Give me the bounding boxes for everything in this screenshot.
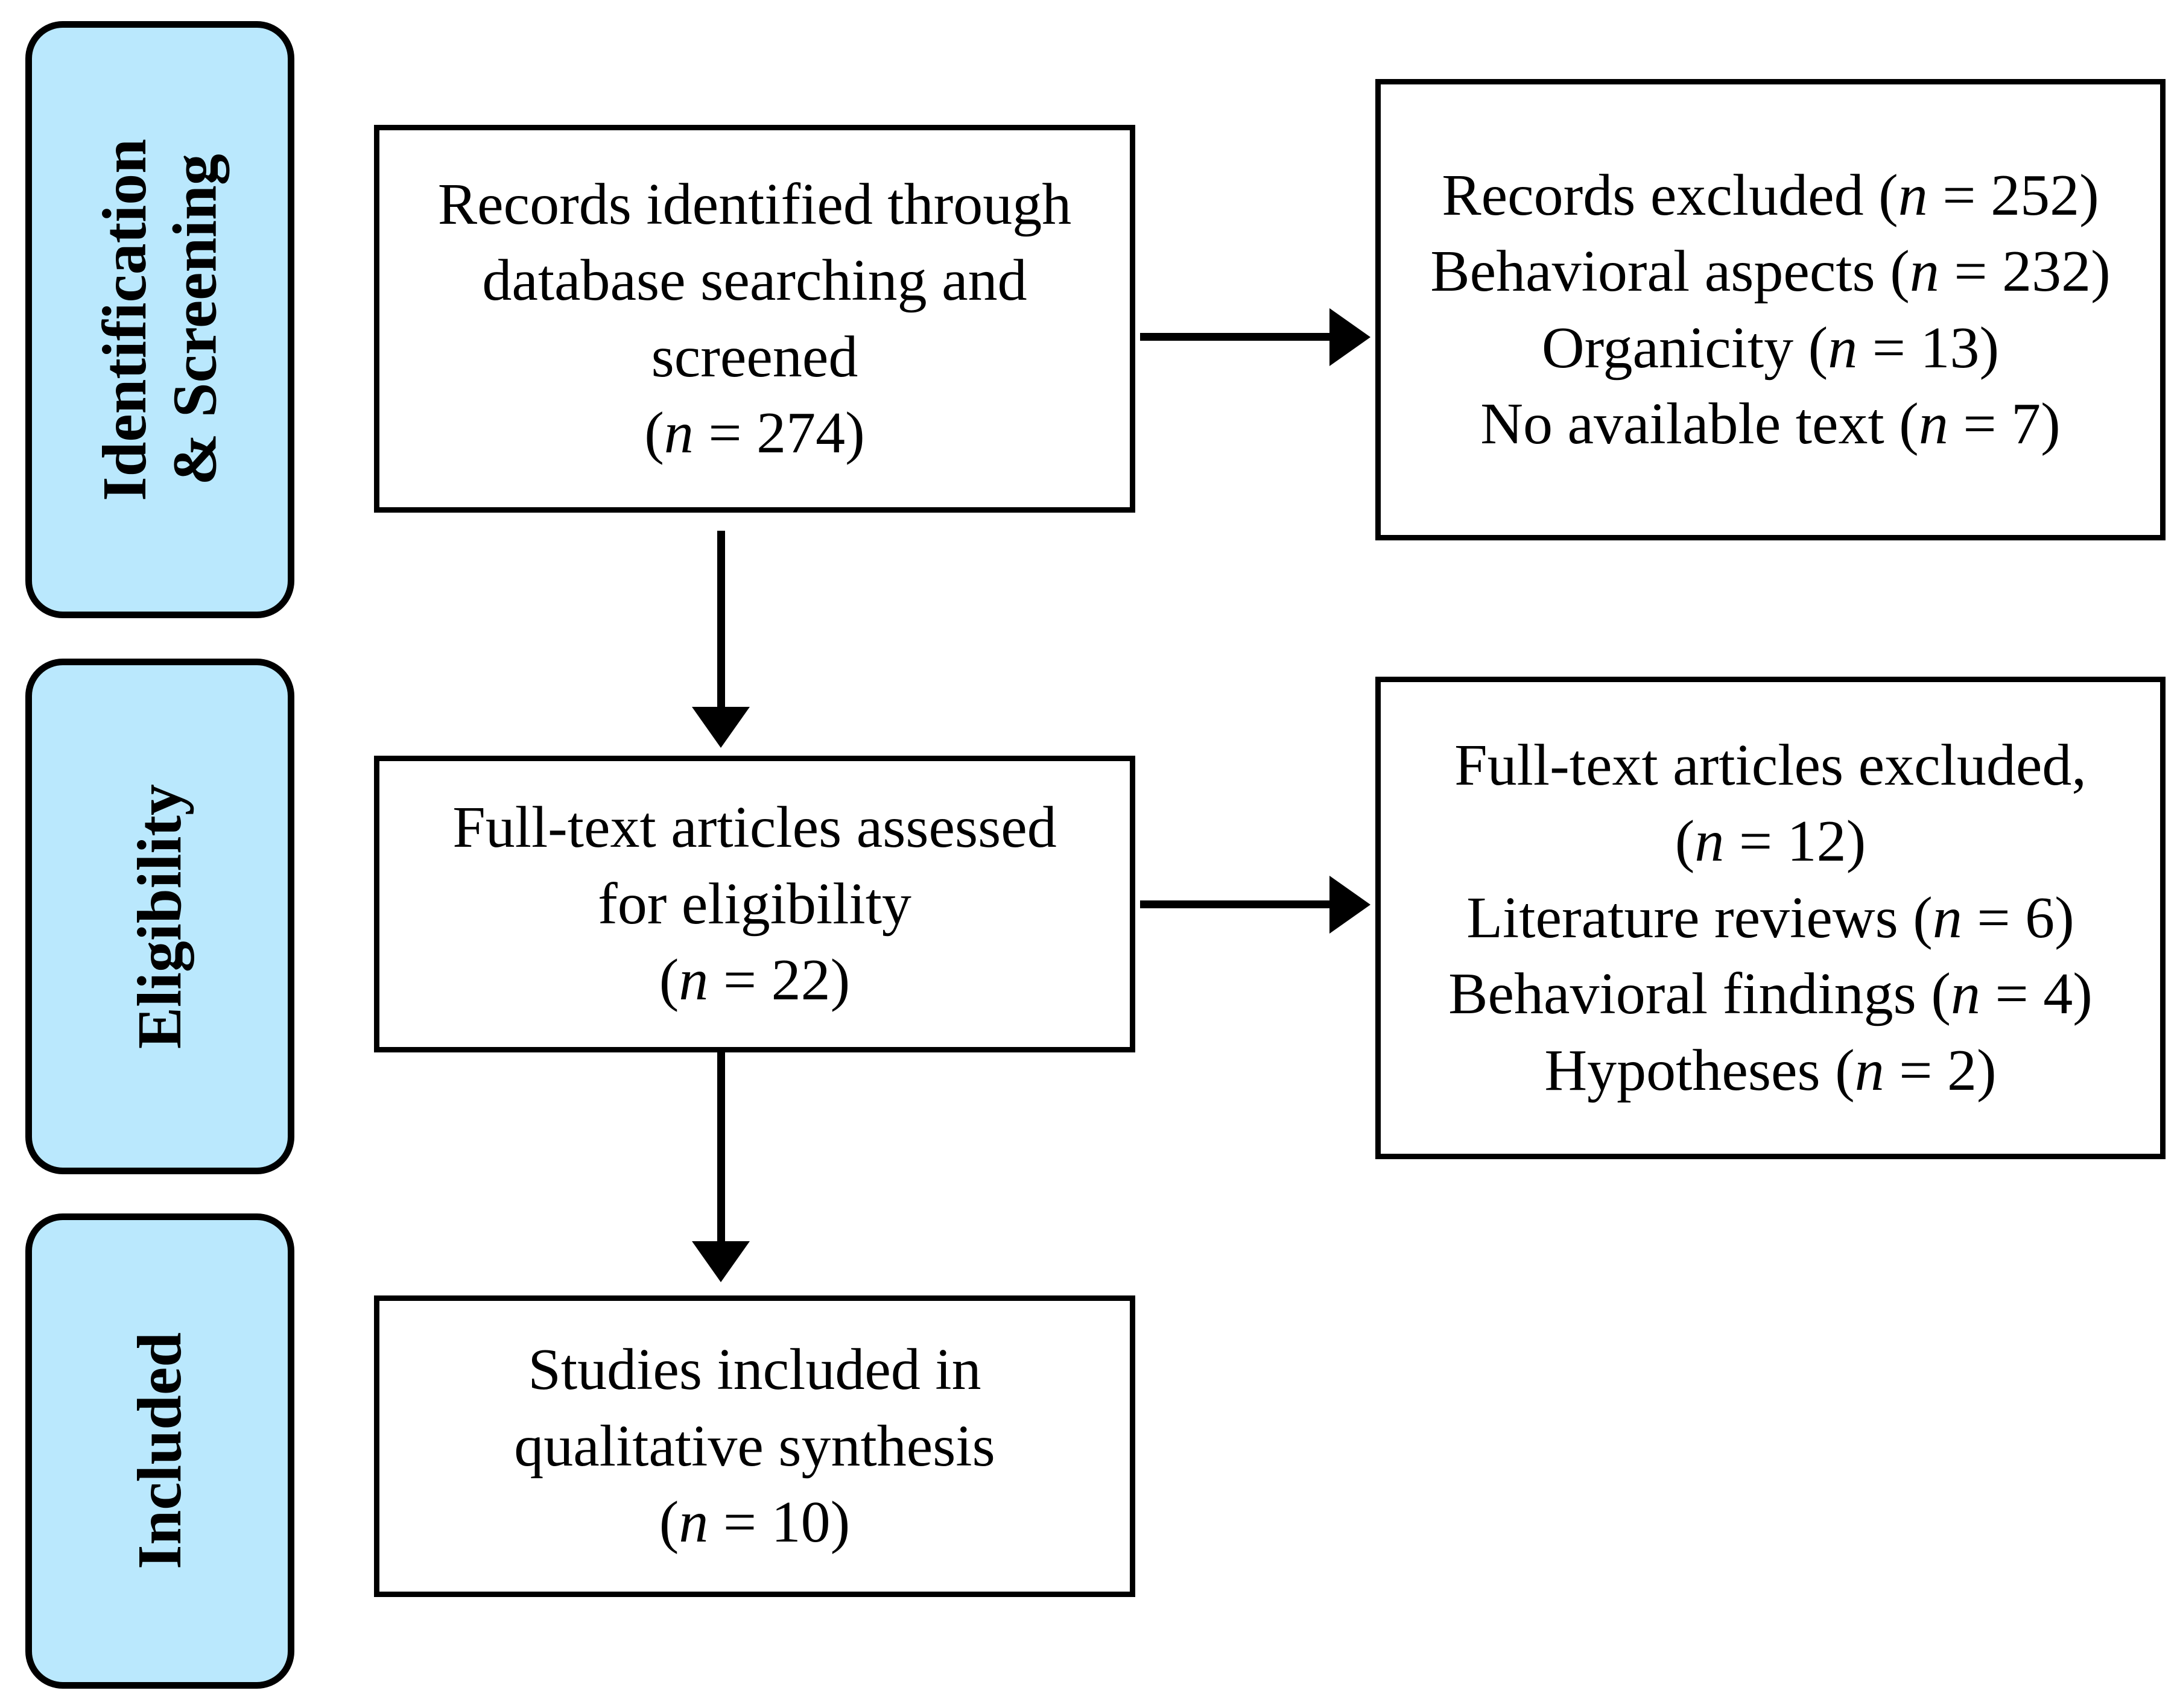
arrow-right-identified-to-records-excluded [1140,333,1333,341]
flow-text-count: (n = 12) [1675,809,1866,875]
stage-label-eligibility: Eligibility [124,783,194,1049]
flow-text-count: (n = 22) [659,947,851,1013]
flow-text-line: Behavioral findings (n = 4) [1448,961,2093,1027]
stage-box-eligibility: Eligibility [25,659,294,1174]
flow-text-line: Behavioral aspects (n = 232) [1430,239,2111,305]
flow-box-fulltext-excluded: Full-text articles excluded, (n = 12) Li… [1375,677,2166,1159]
flow-box-records-excluded: Records excluded (n = 252) Behavioral as… [1375,79,2166,540]
stage-box-included: Included [25,1213,294,1689]
flow-text-line: for eligibility [598,871,911,937]
flow-text-line: Literature reviews (n = 6) [1466,885,2074,950]
flow-text-line: Full-text articles assessed [452,795,1057,861]
flow-box-studies-included: Studies included in qualitative synthesi… [374,1295,1135,1597]
stage-box-identification-screening: Identification & Screening [25,21,294,618]
arrowhead-right-icon [1329,876,1370,934]
flow-text-line: Organicity (n = 13) [1541,315,2000,381]
flow-text-line: Hypotheses (n = 2) [1544,1037,1997,1103]
flow-text-count: (n = 10) [659,1490,851,1555]
flow-text-count: (n = 274) [644,400,865,466]
flow-text-line: Full-text articles excluded, [1454,732,2087,798]
arrowhead-right-icon [1329,308,1370,366]
flow-text-line: Records excluded (n = 252) [1442,162,2099,228]
flow-text-line: qualitative synthesis [514,1413,995,1479]
flow-box-records-identified: Records identified through database sear… [374,125,1135,513]
flow-text-line: Studies included in [528,1337,981,1403]
stage-label-included: Included [124,1332,194,1570]
arrow-down-identified-to-fulltext [717,531,725,712]
flow-text-line: database searching and [482,248,1027,314]
flow-text-line: screened [651,324,858,390]
flow-text-line: No available text (n = 7) [1480,391,2061,457]
flow-box-fulltext-assessed: Full-text articles assessed for eligibil… [374,756,1135,1052]
arrow-right-fulltext-to-fulltext-excluded [1140,900,1333,908]
arrowhead-down-icon [692,1241,750,1282]
arrowhead-down-icon [692,707,750,748]
arrow-down-fulltext-to-included [717,1052,725,1245]
stage-label-identification-screening: Identification & Screening [89,138,229,501]
flow-text-line: Records identified through [437,171,1072,237]
